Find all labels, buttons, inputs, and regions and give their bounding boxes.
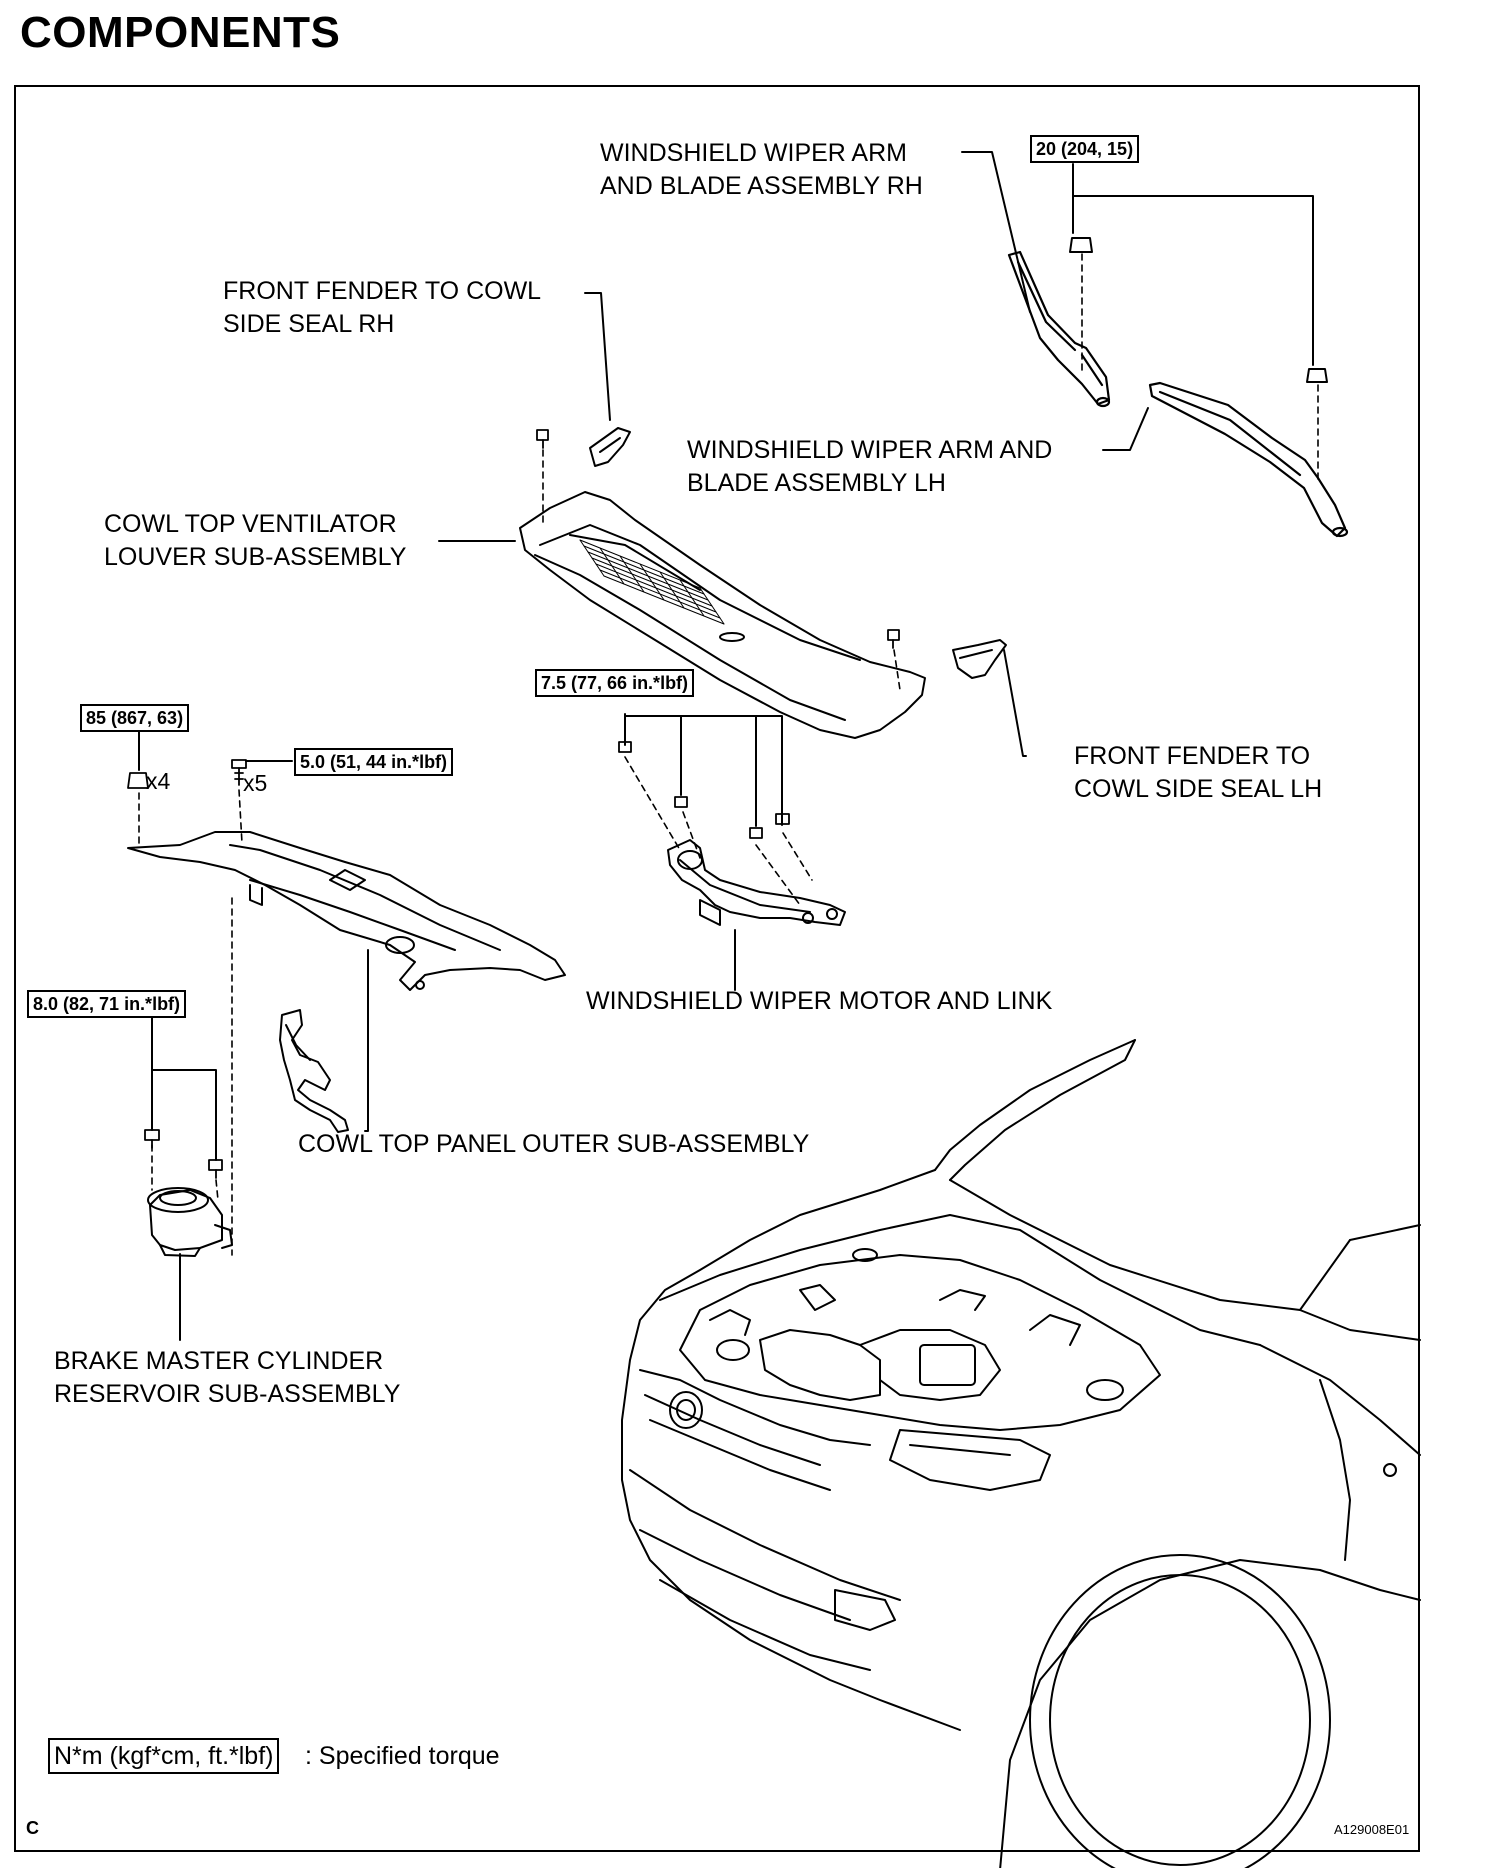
torque-wiper-arm-nut: 20 (204, 15) bbox=[1030, 135, 1140, 163]
wiper-motor-part bbox=[667, 839, 846, 926]
louver-clips bbox=[536, 429, 900, 649]
label-cowl-panel: COWL TOP PANEL OUTER SUB-ASSEMBLY bbox=[298, 1130, 810, 1158]
wiper-motor-bolts bbox=[618, 741, 790, 839]
wiper-arm-rh-part bbox=[1007, 250, 1111, 408]
reservoir-bolts bbox=[144, 1129, 223, 1179]
torque-reservoir-bolt: 8.0 (82, 71 in.*lbf) bbox=[27, 990, 187, 1018]
fender-seal-rh-part bbox=[589, 427, 631, 467]
cowl-bolt-quantity: x5 bbox=[243, 770, 268, 796]
cowl-panel-part bbox=[127, 831, 566, 991]
label-brake-reservoir: BRAKE MASTER CYLINDER RESERVOIR SUB-ASSE… bbox=[54, 1347, 401, 1408]
page-title: COMPONENTS bbox=[20, 8, 341, 57]
figure-id: A129008E01 bbox=[1334, 1822, 1410, 1837]
cowl-louver-part bbox=[519, 491, 926, 739]
torque-cowl-bolt: 5.0 (51, 44 in.*lbf) bbox=[294, 748, 454, 776]
wiper-arm-lh-part bbox=[1148, 381, 1349, 538]
torque-cowl-nut: 85 (867, 63) bbox=[80, 704, 190, 732]
label-cowl-louver: COWL TOP VENTILATOR LOUVER SUB-ASSEMBLY bbox=[104, 510, 407, 571]
label-fender-seal-rh: FRONT FENDER TO COWL SIDE SEAL RH bbox=[223, 277, 542, 338]
legend-description: : Specified torque bbox=[305, 1742, 500, 1770]
vehicle-front-illustration bbox=[621, 1039, 1421, 1868]
fastener-dashed-lines bbox=[138, 253, 1319, 1256]
leader-lines bbox=[138, 151, 1314, 1341]
label-fender-seal-lh: FRONT FENDER TO COWL SIDE SEAL LH bbox=[1074, 742, 1323, 803]
label-wiper-arm-rh: WINDSHIELD WIPER ARM AND BLADE ASSEMBLY … bbox=[600, 139, 923, 200]
cowl-nut-quantity: x4 bbox=[146, 768, 171, 794]
section-letter: C bbox=[26, 1818, 39, 1838]
wiper-nuts bbox=[1069, 237, 1328, 383]
torque-wiper-motor-bolt: 7.5 (77, 66 in.*lbf) bbox=[535, 669, 695, 697]
cowl-fasteners bbox=[127, 759, 247, 789]
label-wiper-motor: WINDSHIELD WIPER MOTOR AND LINK bbox=[586, 987, 1053, 1015]
diagram-frame bbox=[14, 85, 1420, 1852]
wire-harness-part bbox=[279, 1009, 349, 1133]
legend-torque-unit: N*m (kgf*cm, ft.*lbf) bbox=[48, 1738, 280, 1774]
label-wiper-arm-lh: WINDSHIELD WIPER ARM AND BLADE ASSEMBLY … bbox=[687, 436, 1053, 497]
brake-reservoir-part bbox=[147, 1187, 233, 1257]
fender-seal-lh-part bbox=[952, 639, 1007, 679]
